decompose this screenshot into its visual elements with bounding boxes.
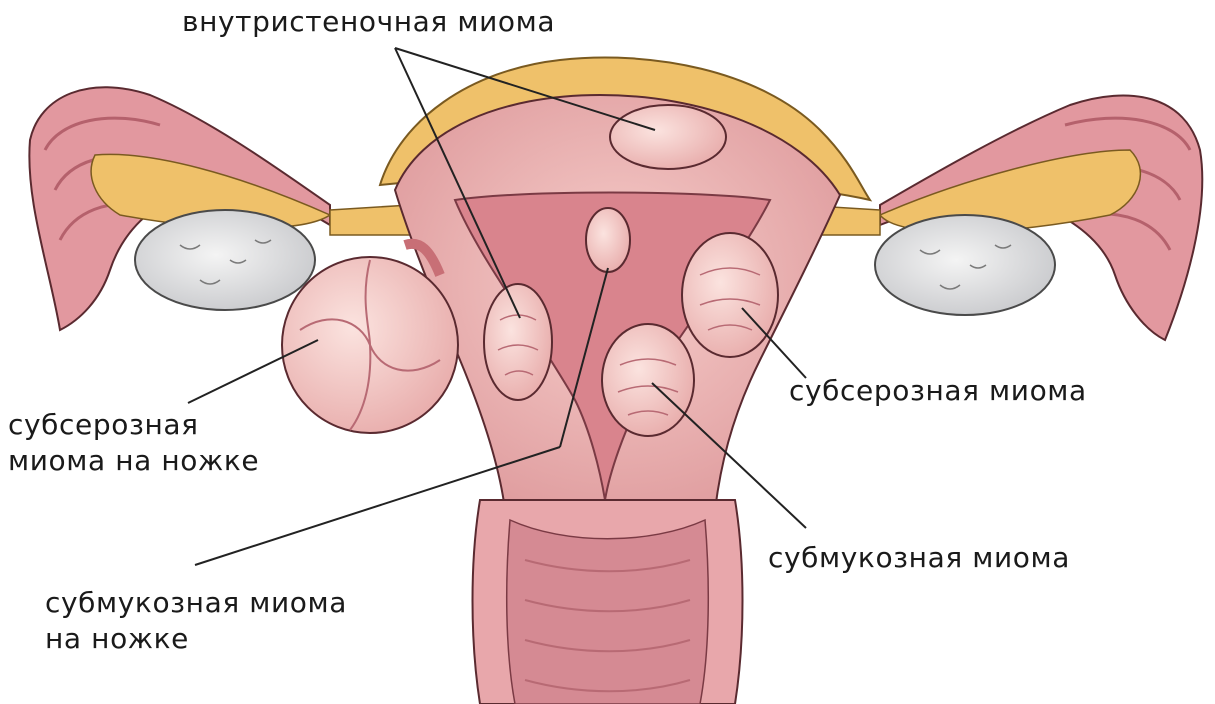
submucous-pedunculated-fibroid: [586, 208, 630, 272]
intramural-fibroid-top: [610, 105, 726, 169]
label-subserous-pedunculated-fibroid: субсерозная миома на ножке: [8, 407, 259, 479]
label-subserous-pedunculated-line2: миома на ножке: [8, 443, 259, 479]
label-submucous-pedunculated-fibroid: субмукозная миома на ножке: [45, 585, 347, 657]
label-submucous-fibroid: субмукозная миома: [768, 540, 1070, 576]
submucous-fibroid: [602, 324, 694, 436]
label-submucous-pedunculated-line1: субмукозная миома: [45, 585, 347, 621]
label-subserous-fibroid: субсерозная миома: [789, 373, 1087, 409]
label-intramural-fibroid: внутристеночная миома: [182, 4, 555, 40]
label-subserous-pedunculated-line1: субсерозная: [8, 407, 259, 443]
label-submucous-pedunculated-line2: на ножке: [45, 621, 347, 657]
intramural-fibroid-left: [484, 284, 552, 400]
right-ovary: [875, 215, 1055, 315]
left-ovary: [135, 210, 315, 310]
subserous-fibroid: [682, 233, 778, 357]
